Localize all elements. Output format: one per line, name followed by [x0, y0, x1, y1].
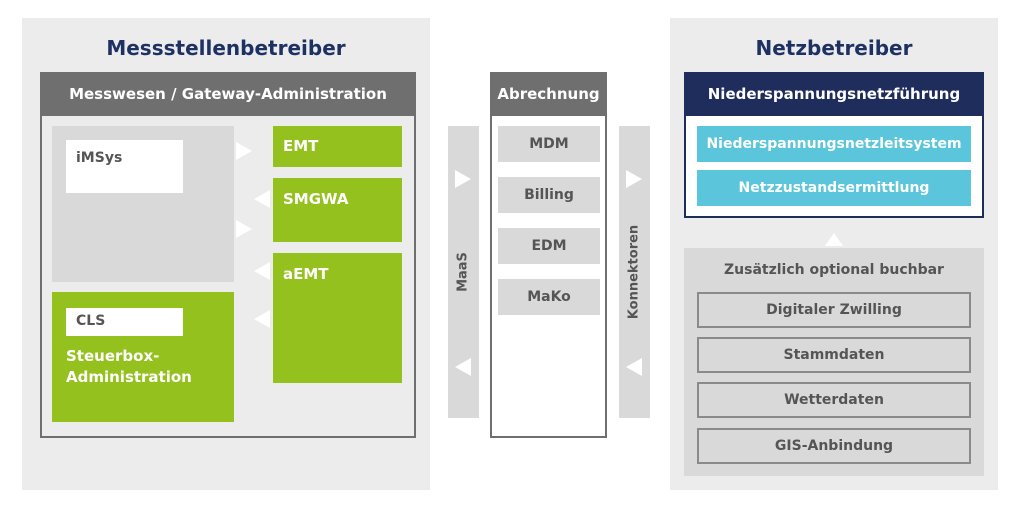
- optional-item-gis-anbindung: GIS-Anbindung: [697, 428, 971, 464]
- frame-header: Messwesen / Gateway-Administration: [40, 72, 416, 116]
- arrow-right-icon: [236, 220, 252, 238]
- cls-box: CLS: [66, 308, 183, 336]
- smgwa-box: SMGWA: [273, 178, 402, 242]
- cls-label: CLS: [76, 313, 106, 329]
- steuerbox-label: Steuerbox- Administration: [66, 347, 192, 386]
- maas-label: MaaS: [455, 252, 471, 292]
- abrechnung-item-edm: EDM: [498, 228, 600, 264]
- panel-title: Messstellenbetreiber: [106, 36, 346, 60]
- arrow-right-icon: [236, 142, 252, 160]
- panel-title: Netzbetreiber: [755, 36, 913, 60]
- arrow-left-icon: [254, 262, 270, 280]
- arrow-up-icon: [825, 233, 843, 246]
- arrow-right-icon: [455, 170, 471, 188]
- arrow-left-icon: [254, 310, 270, 328]
- arrow-left-icon: [455, 358, 471, 376]
- optional-item-digitaler-zwilling: Digitaler Zwilling: [697, 292, 971, 328]
- smgwa-label: SMGWA: [283, 190, 349, 208]
- optional-item-wetterdaten: Wetterdaten: [697, 382, 971, 418]
- optional-title: Zusätzlich optional buchbar: [724, 262, 944, 278]
- aemt-label: aEMT: [283, 265, 329, 283]
- arrow-left-icon: [254, 190, 270, 208]
- aemt-box: aEMT: [273, 253, 402, 383]
- arrow-left-icon: [626, 358, 642, 376]
- imsys-label: iMSys: [76, 150, 123, 166]
- abrechnung-item-mako: MaKo: [498, 279, 600, 315]
- netzleitsystem-box: Niederspannungsnetzleitsystem: [697, 126, 971, 162]
- arrow-right-icon: [626, 170, 642, 188]
- abrechnung-item-mdm: MDM: [498, 126, 600, 162]
- emt-label: EMT: [283, 137, 319, 155]
- abrechnung-item-billing: Billing: [498, 177, 600, 213]
- abrechnung-header: Abrechnung: [490, 72, 607, 116]
- optional-item-stammdaten: Stammdaten: [697, 337, 971, 373]
- niederspannung-header: Niederspannungsnetzführung: [684, 72, 984, 116]
- imsys-box: iMSys: [66, 140, 183, 193]
- emt-box: EMT: [273, 126, 402, 167]
- netzzustand-box: Netzzustandsermittlung: [697, 170, 971, 206]
- konnektoren-label: Konnektoren: [626, 224, 642, 320]
